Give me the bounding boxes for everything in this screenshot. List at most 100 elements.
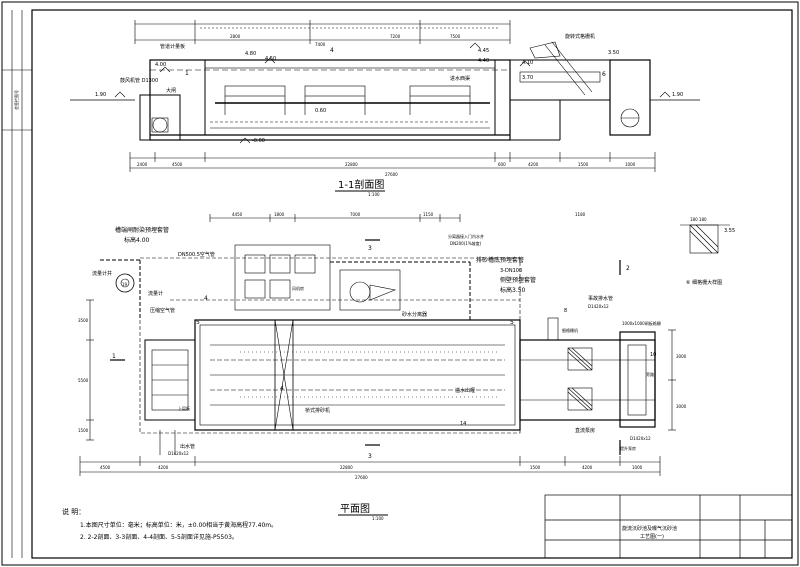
elev-water-2: 4.40: [478, 58, 489, 64]
label-drain: 事故排水管: [588, 295, 613, 302]
left-margin-label: 会签栏图号: [13, 90, 19, 110]
tag-4: 4: [330, 47, 334, 54]
label-screen: 旋转式格栅机: [565, 33, 595, 40]
dim-b: 4500: [172, 162, 183, 167]
plan-dim-v4: 3000: [676, 354, 687, 359]
section-labels: 2800 7400 7200 7500 4.80 4.45 4.50 4.40 …: [95, 33, 683, 197]
plan-tag-5b: 5: [510, 319, 514, 326]
label-fire: 直流泵房: [575, 427, 595, 434]
sheet-border-inner: [31, 9, 793, 559]
plan-title: 平面图: [340, 503, 370, 515]
label-bypass: 旁路: [646, 371, 654, 377]
label-water: 进水西渠: [450, 75, 470, 82]
plan-dim-v1: 3500: [78, 318, 89, 323]
dim-a: 2400: [137, 162, 148, 167]
plan-tag-4: 4: [204, 295, 208, 302]
left-margin: 会签栏图号: [2, 10, 32, 558]
label-fine: 细格栅机: [562, 327, 578, 333]
dim-c: 1500: [578, 162, 589, 167]
label-pump: 大闸: [166, 87, 176, 94]
plan-tag-2: 2: [626, 265, 630, 272]
elev-ground-left: 1.90: [95, 92, 106, 98]
plan-scale: 1:100: [372, 516, 384, 521]
title-block: [544, 494, 793, 559]
label-overflow: 溢水出堰: [455, 387, 475, 394]
title-drawing: 工艺图(一): [640, 534, 664, 540]
plan-dim-f: 1000: [632, 465, 643, 470]
label-compressor: 压缩空气管: [150, 307, 175, 314]
detail-label: ⑥ 细格栅大样图: [686, 279, 722, 286]
dim-top-4: 7500: [450, 34, 461, 39]
plan-dim-v3: 1500: [78, 428, 89, 433]
dim-top-3: 7200: [390, 34, 401, 39]
plan-tag-8: 8: [564, 308, 567, 314]
notes-heading: 说 明：: [62, 507, 85, 516]
label-sand-elev: 标高3.50: [500, 286, 526, 294]
elev-top-left: 4.80: [245, 51, 256, 57]
plan-dim-top-1: 4450: [232, 212, 243, 217]
plan-dim-top-2: 1800: [274, 212, 285, 217]
elev-inlet: 4.00: [155, 62, 166, 68]
dim-main: 22800: [345, 162, 358, 167]
notes-line-2: 2. 2-2剖面、3-3剖面、4-4剖面、5-5剖面详见施-P5503。: [80, 533, 238, 541]
plan-tag-5: 5: [196, 319, 200, 326]
label-preembed-left-elev: 标高4.00: [124, 236, 150, 244]
plan-tag-1: 1: [112, 353, 116, 360]
plan-view: [79, 214, 730, 476]
plan-tag-10: 10: [650, 352, 656, 358]
label-sep-size: DN200(1%坡度): [450, 240, 482, 246]
label-sand-wall: 侧壁预埋套管: [500, 276, 536, 284]
notes-line-1: 1.本图尺寸单位：毫米；标高单位：米，±0.00相当于黄海高程77.40m。: [80, 521, 277, 529]
plan-dim-d: 1500: [530, 465, 541, 470]
plan-dim-top-3: 7000: [350, 212, 361, 217]
label-outlet-size: D1420x12: [168, 451, 189, 456]
plan-dim-top-5: 1180: [575, 212, 586, 217]
elev-outlet-1: 4.10: [522, 60, 533, 66]
label-pump-room: 提升泵房: [620, 445, 636, 451]
elev-ground-right: 1.90: [672, 92, 683, 98]
dim-e: 600: [498, 162, 506, 167]
dim-d: 4200: [528, 162, 539, 167]
elev-floor: 0.60: [315, 108, 326, 114]
label-preembed-left: 槽端闸耐染预埋套管: [115, 226, 169, 234]
title-project: 旋流沉砂池及曝气沉砂池: [622, 525, 677, 532]
plan-dim-e: 4200: [582, 465, 593, 470]
section-view: [70, 20, 700, 172]
label-air-pipe: DN500.5空气管: [178, 251, 215, 258]
elev-outlet-2: 3.70: [522, 75, 533, 81]
detail-dim: 180 180: [690, 217, 707, 222]
label-sand-scraper: 桥式排砂机: [305, 407, 330, 414]
elev-top-mid: 4.45: [478, 48, 489, 54]
plan-dim-v2: 5500: [78, 378, 89, 383]
plan-dim-main: 22800: [340, 465, 353, 470]
elev-water-1: 4.50: [265, 56, 276, 62]
plan-dim-top-4: 1150: [423, 212, 434, 217]
plan-dim-left: 4500: [100, 465, 111, 470]
label-outlet-pipe: 出水管: [180, 443, 195, 450]
plan-tag-14: 14: [460, 421, 466, 427]
label-sep: 分离器接入门内水井: [448, 233, 484, 239]
detail-elev: 3.55: [724, 228, 735, 234]
label-dn: D1420x12: [630, 436, 651, 441]
plan-tag-3: 3: [368, 245, 372, 252]
elev-bottom: -0.00: [252, 138, 265, 144]
plan-tag-4b: 4: [280, 385, 284, 392]
label-sand-pipe: 排砂槽底预埋套管: [476, 256, 524, 264]
plan-tag-3b: 3: [368, 453, 372, 460]
dim-top-2: 7400: [315, 42, 326, 47]
plan-dim-total: 27600: [355, 475, 368, 480]
plan-tag-19: 19: [122, 282, 128, 287]
label-air: 鼓风机管 D1300: [120, 77, 158, 84]
section-scale: 1:100: [368, 192, 380, 197]
plan-labels: 4450 1800 7000 1150 1180 槽端闸耐染预埋套管 标高4.0…: [78, 212, 735, 521]
dim-top-1: 2800: [230, 34, 241, 39]
dim-total: 27600: [385, 172, 398, 177]
label-upper: 上层板: [178, 405, 190, 411]
plan-dim-v5: 3000: [676, 404, 687, 409]
tag-6: 6: [602, 71, 606, 78]
label-flow: 流量计井: [92, 270, 112, 277]
label-blower: 风机房: [292, 285, 304, 291]
dim-g: 1000: [625, 162, 636, 167]
